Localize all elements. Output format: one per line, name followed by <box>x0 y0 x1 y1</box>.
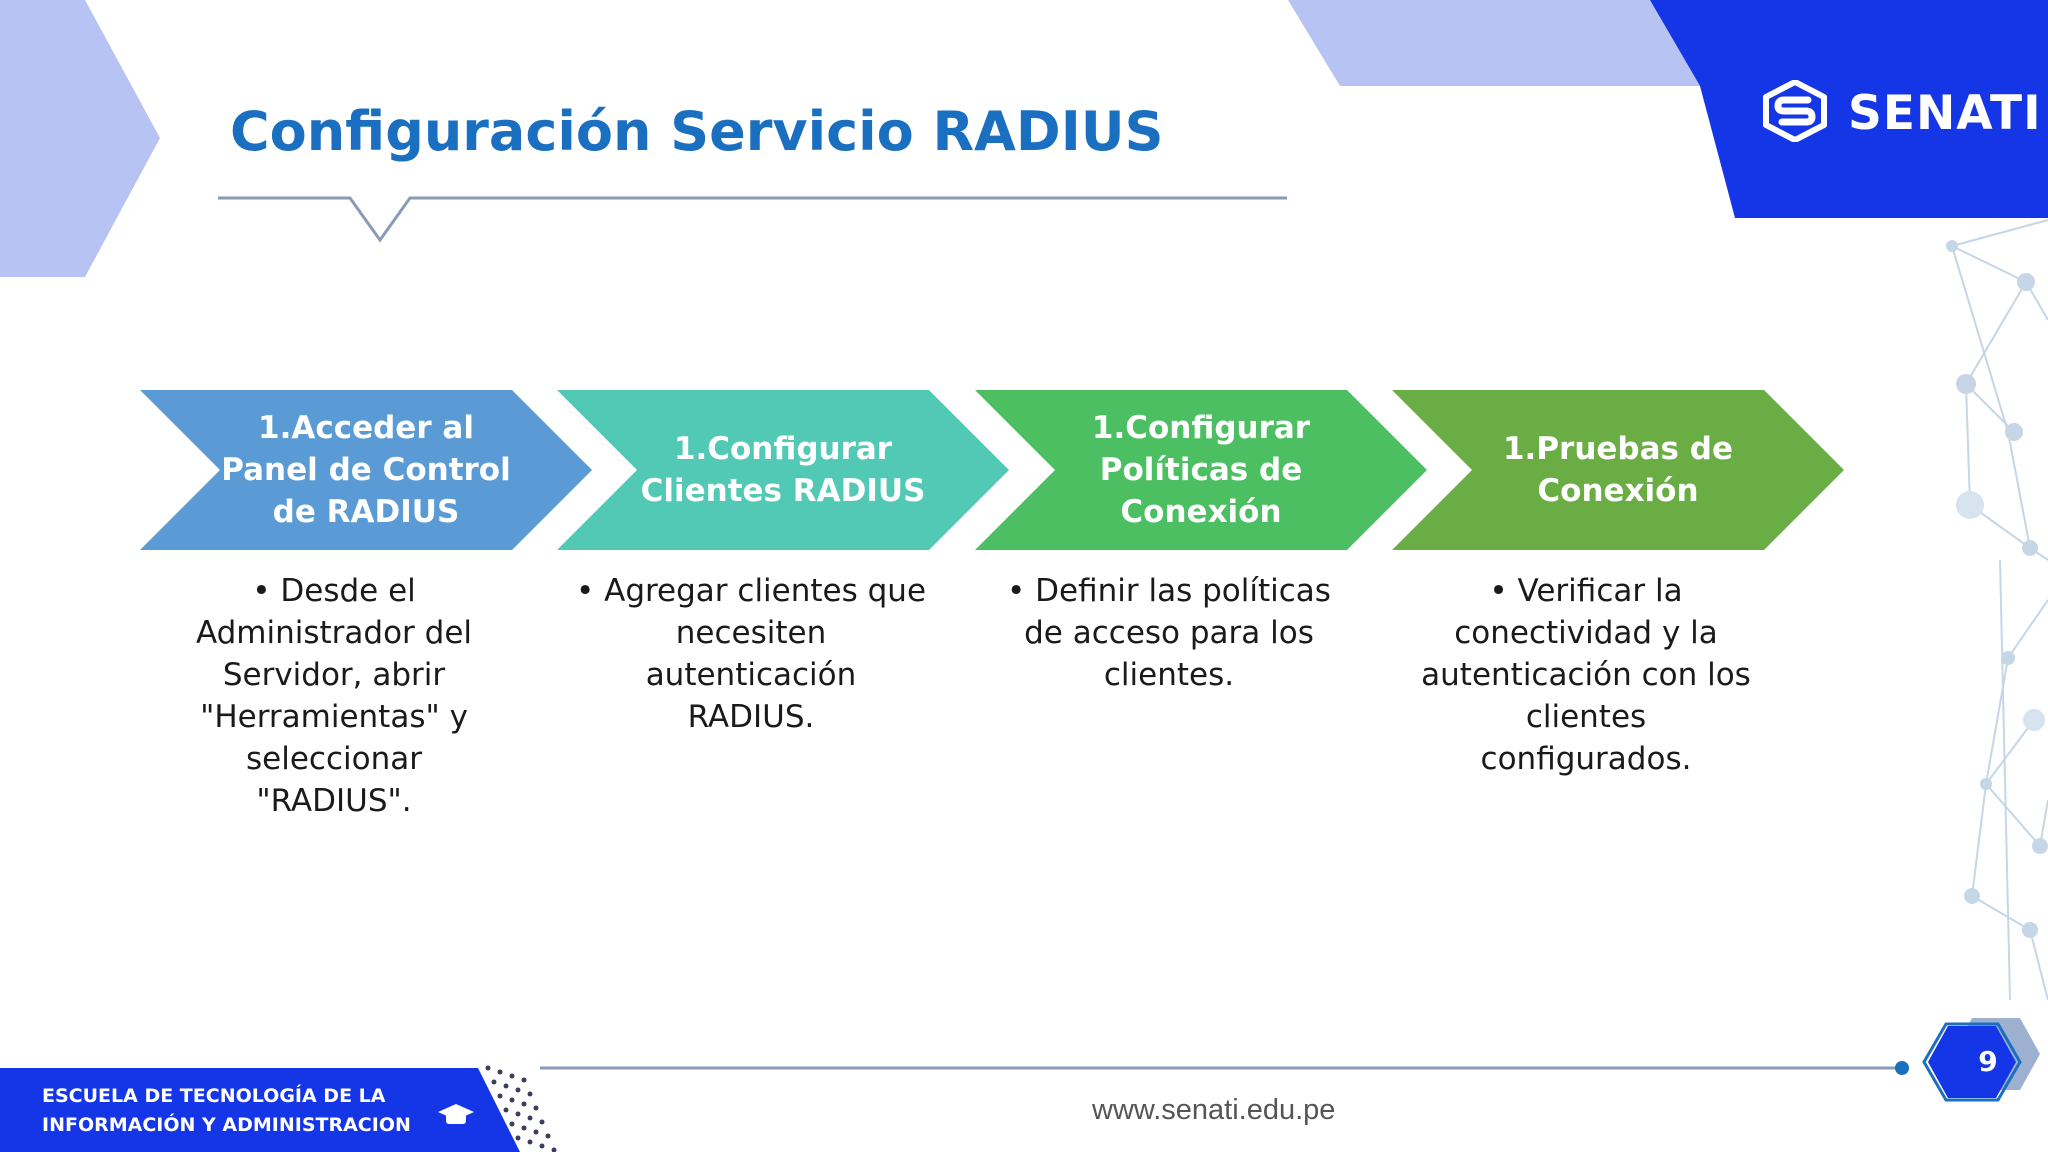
description-line: • Desde el <box>252 573 416 609</box>
step-chevron-shape <box>1392 390 1844 550</box>
top-right-light-band <box>1288 0 1700 86</box>
description-line: de acceso para los <box>1024 615 1314 651</box>
step-chevron-shape <box>140 390 592 550</box>
step-label: 1.Acceder al Panel de Control de RADIUS <box>220 390 512 550</box>
step-label-line: Panel de Control <box>221 452 511 488</box>
description-line: Administrador del <box>195 615 473 651</box>
description-line: • Definir las políticas <box>1007 573 1331 609</box>
step-label-line: Políticas de <box>1099 452 1303 488</box>
step-label-line: 1.Configurar <box>1091 410 1311 446</box>
step-label-line: 1.Pruebas de <box>1502 431 1734 467</box>
step-label-line: 1.Configurar <box>673 431 893 467</box>
step-description-4: • Verificar la conectividad y la autenti… <box>1396 570 1776 780</box>
step-description-1: • Desde el Administrador del Servidor, a… <box>144 570 524 822</box>
description-line: clientes. <box>1103 657 1235 693</box>
step-label: 1.Pruebas de Conexión <box>1472 390 1764 550</box>
network-nodes-decoration <box>1951 219 2048 1001</box>
page-number: 9 <box>1978 1045 1998 1078</box>
process-step-4: 1.Pruebas de Conexión <box>1392 390 1844 550</box>
step-label-line: Conexión <box>1120 494 1282 530</box>
top-right-brand-block <box>1650 0 2048 218</box>
step-label-line: 1.Acceder al <box>258 410 474 446</box>
footer-school-line: ESCUELA DE TECNOLOGÍA DE LA <box>42 1085 386 1107</box>
step-chevron-shape <box>975 390 1427 550</box>
hexagon-badge-icon <box>1922 1018 2040 1102</box>
brand-name: SENATI <box>1848 86 2042 141</box>
step-label-line: Clientes RADIUS <box>640 473 926 509</box>
senati-logo-icon <box>1763 80 1827 142</box>
step-label-line: de RADIUS <box>272 494 460 530</box>
description-line: conectividad y la <box>1454 615 1718 651</box>
step-description-3: • Definir las políticas de acceso para l… <box>979 570 1359 696</box>
description-line: clientes <box>1525 699 1647 735</box>
footer-school-name: ESCUELA DE TECNOLOGÍA DE LA INFORMACIÓN … <box>42 1082 411 1140</box>
graduation-cap-icon <box>438 1104 474 1124</box>
description-line: • Agregar clientes que <box>575 573 927 609</box>
top-left-chevron-shape <box>0 0 160 277</box>
step-label: 1.Configurar Clientes RADIUS <box>637 390 929 550</box>
footer-divider-dot <box>1895 1061 1909 1075</box>
title-underline <box>218 196 1287 243</box>
description-line: Servidor, abrir <box>222 657 446 693</box>
description-line: configurados. <box>1480 741 1692 777</box>
description-line: "Herramientas" y <box>200 699 468 735</box>
footer-school-line: INFORMACIÓN Y ADMINISTRACION <box>42 1114 411 1136</box>
dot-pattern <box>485 1065 557 1152</box>
process-step-2: 1.Configurar Clientes RADIUS <box>557 390 1009 550</box>
step-description-2: • Agregar clientes que necesiten autenti… <box>561 570 941 738</box>
footer-school-banner <box>0 1068 520 1152</box>
footer-url[interactable]: www.senati.edu.pe <box>1092 1094 1336 1126</box>
process-step-3: 1.Configurar Políticas de Conexión <box>975 390 1427 550</box>
description-line: "RADIUS". <box>256 783 412 819</box>
slide-title: Configuración Servicio RADIUS <box>230 100 1164 163</box>
network-node-dots <box>1946 240 2048 938</box>
description-line: • Verificar la <box>1489 573 1683 609</box>
process-step-1: 1.Acceder al Panel de Control de RADIUS <box>140 390 592 550</box>
description-line: RADIUS. <box>687 699 815 735</box>
description-line: necesiten <box>675 615 827 651</box>
description-line: autenticación con los <box>1421 657 1751 693</box>
description-line: autenticación <box>645 657 857 693</box>
step-label: 1.Configurar Políticas de Conexión <box>1055 390 1347 550</box>
step-label-line: Conexión <box>1537 473 1699 509</box>
step-chevron-shape <box>557 390 1009 550</box>
description-line: seleccionar <box>246 741 422 777</box>
